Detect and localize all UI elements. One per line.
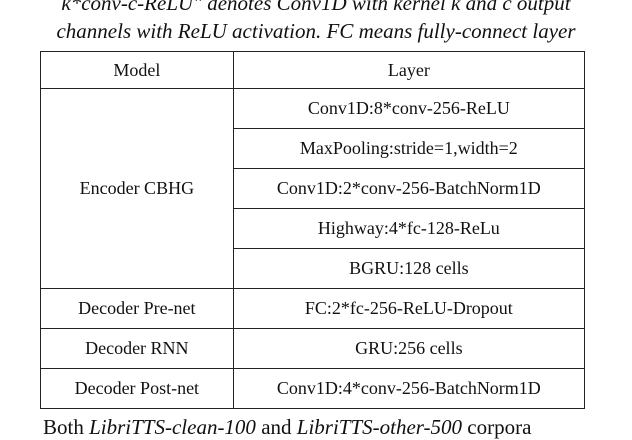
model-cell-decoder-prenet: Decoder Pre-net <box>40 288 234 329</box>
header-model: Model <box>40 51 234 89</box>
layer-cell: BGRU:128 cells <box>232 248 586 289</box>
layer-cell: Conv1D:8*conv-256-ReLU <box>232 88 586 129</box>
header-layer: Layer <box>232 51 586 89</box>
table-row: Decoder RNN GRU:256 cells <box>40 328 586 369</box>
layer-cell: MaxPooling:stride=1,width=2 <box>232 128 586 169</box>
table-caption-line-2: channels with ReLU activation. FC means … <box>56 19 576 43</box>
body-text-line: Both LibriTTS-clean-100 and LibriTTS-oth… <box>43 414 531 440</box>
layer-cell: GRU:256 cells <box>232 328 586 369</box>
body-text-suffix: corpora <box>462 415 532 439</box>
layer-cell: FC:2*fc-256-ReLU-Dropout <box>232 288 586 329</box>
model-cell-decoder-rnn: Decoder RNN <box>40 328 234 369</box>
table-row: Conv1D:2*conv-256-BatchNorm1D <box>41 168 586 209</box>
layer-cell: Conv1D:4*conv-256-BatchNorm1D <box>232 368 586 409</box>
model-cell-encoder-cbhg: Encoder CBHG <box>40 88 234 289</box>
table-row: Decoder Pre-net FC:2*fc-256-ReLU-Dropout <box>40 288 586 329</box>
model-cell-decoder-postnet: Decoder Post-net <box>40 368 234 409</box>
table-row: MaxPooling:stride=1,width=2 <box>41 128 586 169</box>
layer-cell: Conv1D:2*conv-256-BatchNorm1D <box>232 168 586 209</box>
body-text-prefix: Both <box>43 415 90 439</box>
layer-cell: Highway:4*fc-128-ReLu <box>232 208 586 249</box>
body-text-middle: and <box>255 415 297 439</box>
table-row: Decoder Post-net Conv1D:4*conv-256-Batch… <box>40 368 586 409</box>
table-row: Encoder CBHG Conv1D:8*conv-256-ReLU <box>40 88 586 289</box>
corpus-name-other: LibriTTS-other-500 <box>296 415 463 439</box>
table-header-row: Model Layer <box>40 51 586 89</box>
table-row: BGRU:128 cells <box>41 248 586 289</box>
table-caption-line-1: k*conv-c-ReLU" denotes Conv1D with kerne… <box>61 0 571 15</box>
corpus-name-clean: LibriTTS-clean-100 <box>89 415 256 439</box>
model-architecture-table: Model Layer Encoder CBHG Conv1D:8*conv-2… <box>40 51 586 409</box>
